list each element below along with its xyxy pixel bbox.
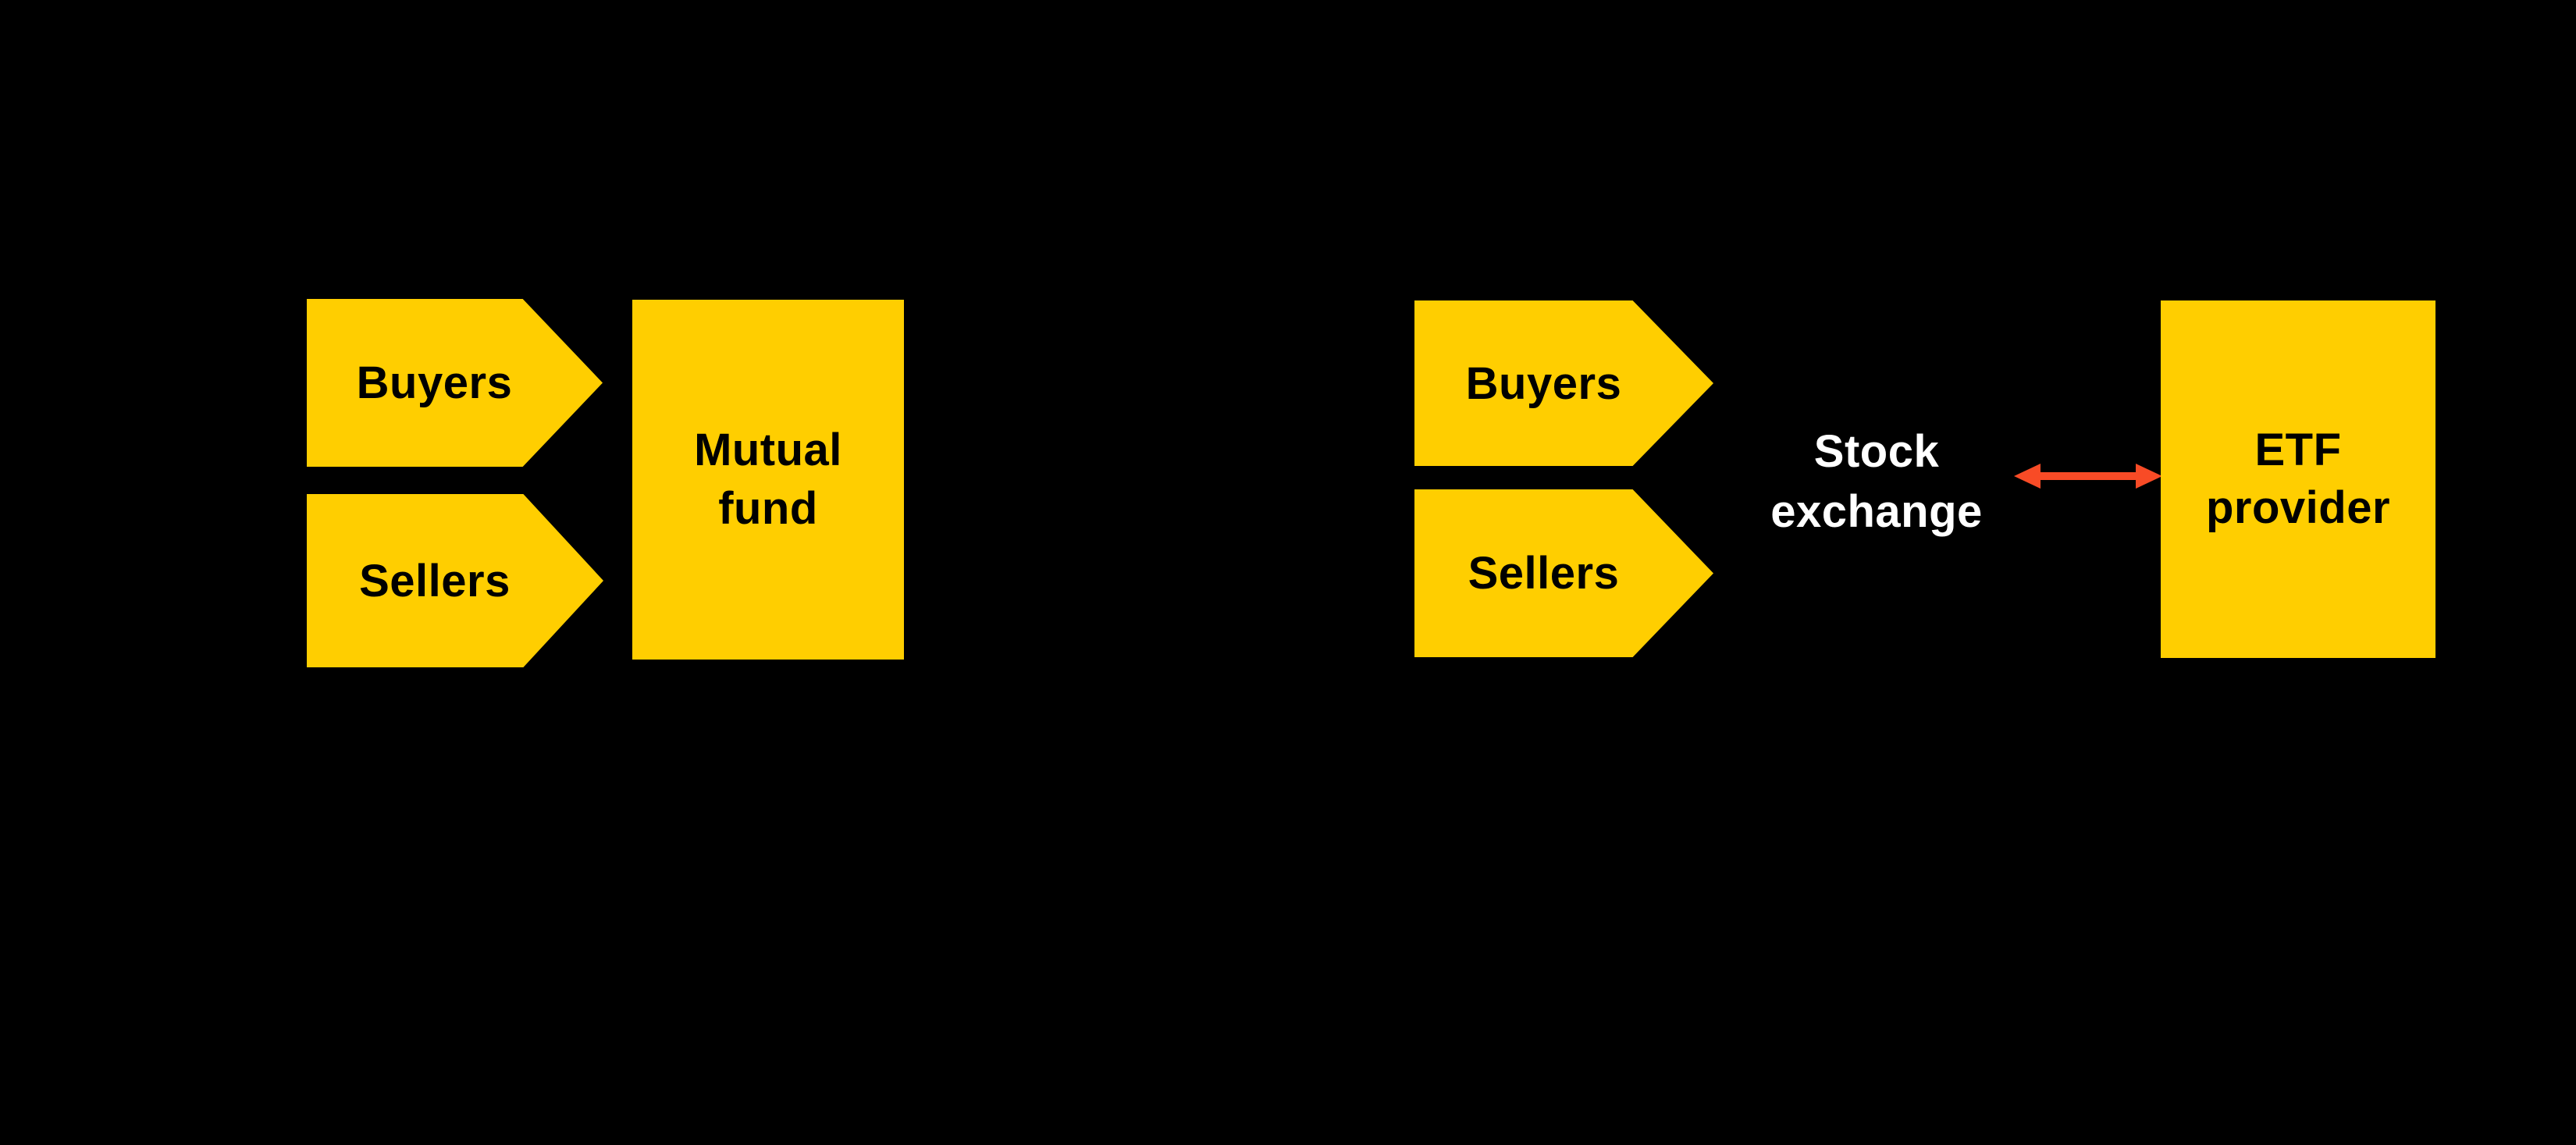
stock-exchange-label-line2: exchange bbox=[1770, 486, 1983, 537]
mutual-fund-label-line2: fund bbox=[718, 482, 818, 534]
mutual-fund-label-line1: Mutual bbox=[694, 425, 842, 476]
buyers-label: Buyers bbox=[1465, 357, 1622, 409]
sellers-label: Sellers bbox=[359, 555, 511, 606]
sellers-arrow: Sellers bbox=[1414, 489, 1713, 657]
etf-provider-box: ETF provider bbox=[2161, 300, 2435, 658]
buyers-arrow: Buyers bbox=[1414, 300, 1713, 466]
bidirectional-arrow-icon bbox=[2014, 464, 2162, 489]
stock-exchange-label-line1: Stock bbox=[1813, 426, 1940, 478]
buyers-arrow: Buyers bbox=[307, 299, 603, 467]
sellers-arrow: Sellers bbox=[307, 494, 603, 667]
buyers-label: Buyers bbox=[356, 357, 513, 408]
etf-provider-label-line1: ETF bbox=[2254, 424, 2342, 475]
stock-exchange-label: Stock exchange bbox=[1728, 416, 2025, 549]
mutual-fund-box: Mutual fund bbox=[632, 300, 904, 660]
sellers-label: Sellers bbox=[1468, 548, 1620, 599]
etf-provider-label-line2: provider bbox=[2205, 482, 2391, 533]
